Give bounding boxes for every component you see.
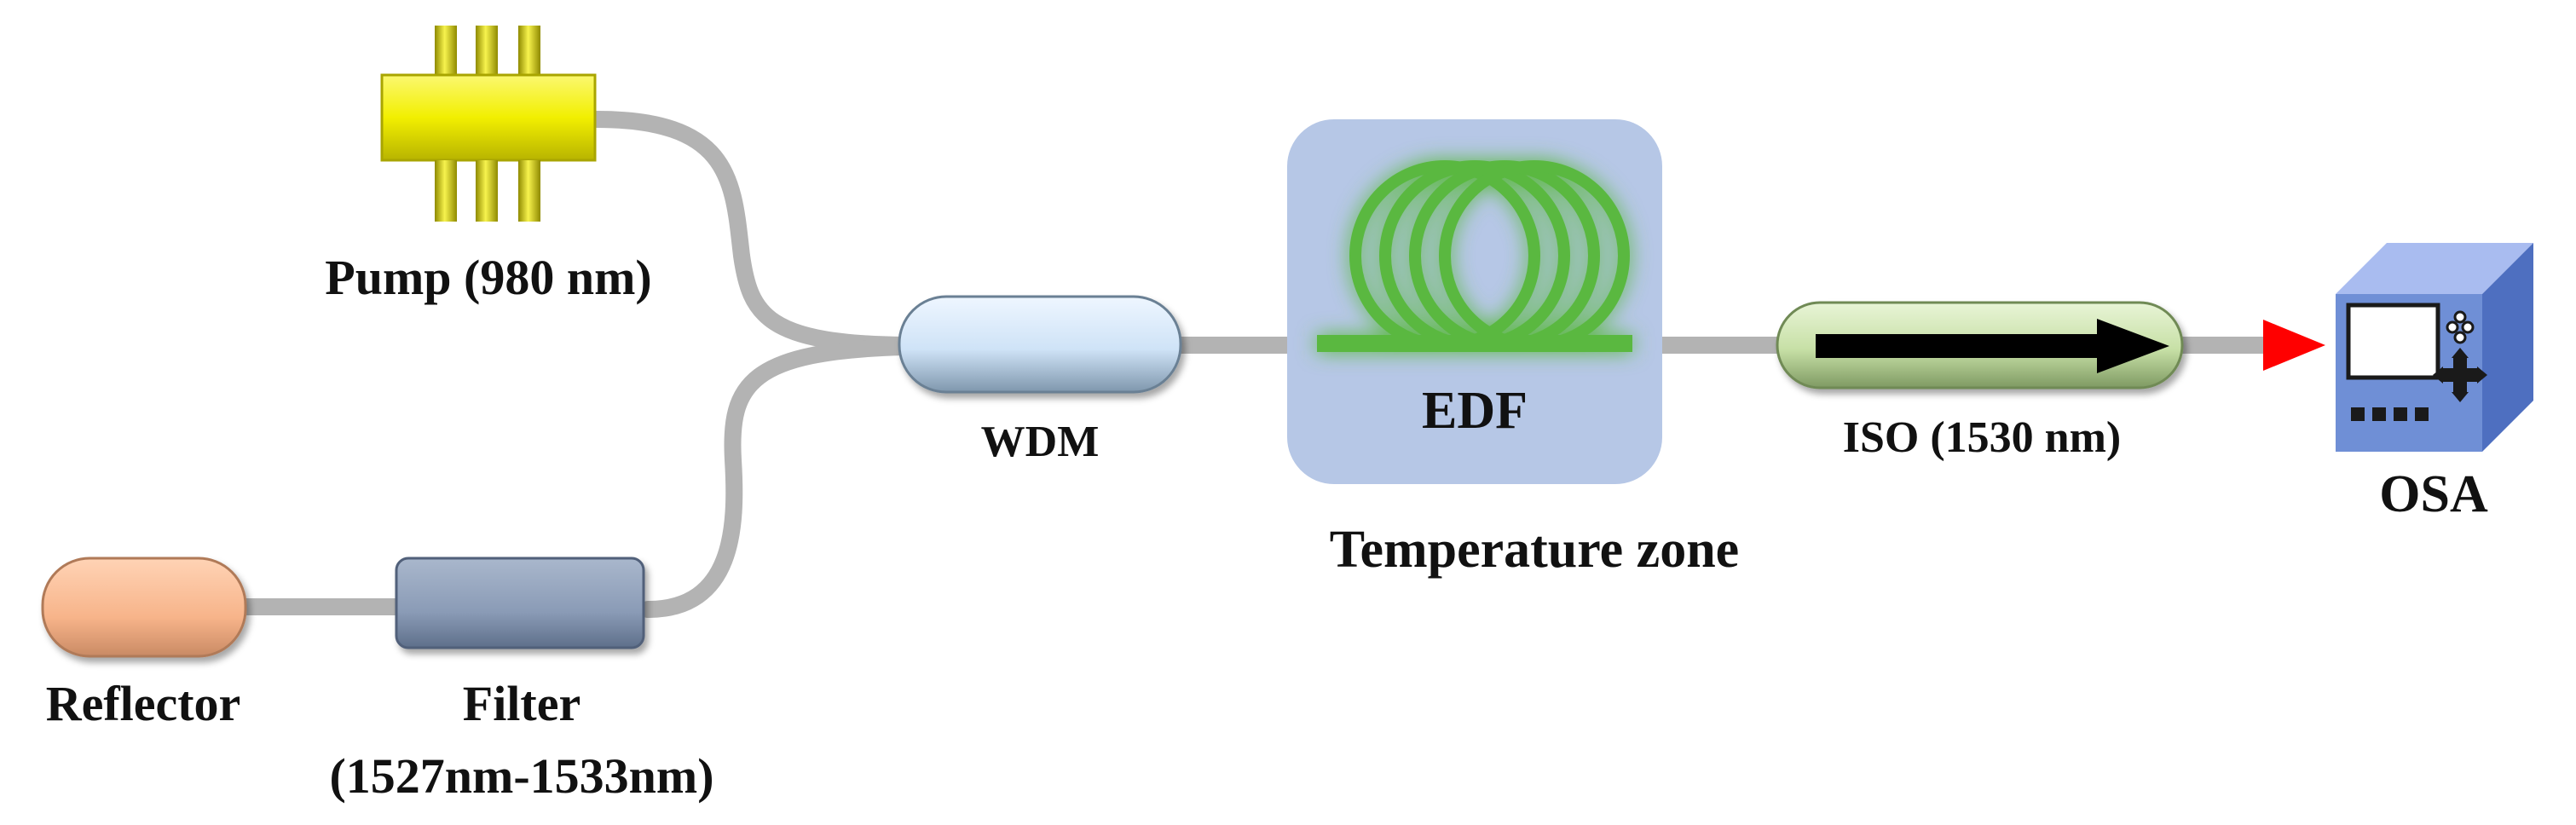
osa-buttons bbox=[2351, 407, 2429, 421]
fiber-filter-to-wdm bbox=[639, 338, 912, 618]
osa-instrument bbox=[2336, 243, 2533, 452]
wdm-label: WDM bbox=[981, 418, 1100, 466]
pump-laser bbox=[380, 26, 597, 222]
wdm-coupler bbox=[898, 295, 1182, 394]
osa-label: OSA bbox=[2379, 465, 2488, 523]
temperature-zone bbox=[1287, 119, 1662, 484]
reflector bbox=[41, 557, 247, 658]
filter-label-line1: Filter bbox=[463, 676, 580, 731]
iso-label: ISO (1530 nm) bbox=[1843, 413, 2121, 462]
fiber-pump-to-wdm bbox=[588, 111, 912, 354]
pump-label: Pump (980 nm) bbox=[325, 250, 651, 305]
edf-coil bbox=[1317, 160, 1632, 352]
isolator-arrow-icon bbox=[1816, 319, 2169, 373]
filter-label-line2: (1527nm-1533nm) bbox=[329, 748, 713, 804]
reflector-label: Reflector bbox=[46, 676, 241, 731]
osa-screen bbox=[2346, 303, 2440, 380]
edf-label: EDF bbox=[1422, 382, 1528, 440]
red-arrow-icon bbox=[2263, 320, 2325, 371]
temperature-zone-label: Temperature zone bbox=[1330, 521, 1739, 579]
osa-knobs-icon bbox=[2446, 310, 2475, 344]
fiber-lines bbox=[234, 111, 2276, 618]
filter bbox=[395, 557, 645, 649]
osa-dpad-icon bbox=[2433, 348, 2487, 402]
